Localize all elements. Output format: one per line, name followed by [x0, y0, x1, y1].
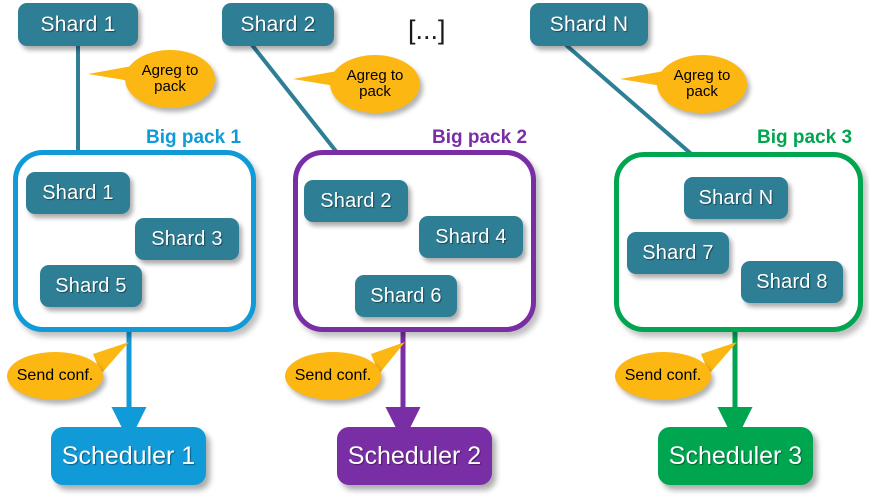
top-shard-2[interactable]: Shard 2 — [222, 3, 334, 46]
scheduler-2-label: Scheduler 2 — [347, 441, 482, 470]
pack-3-shard-2[interactable]: Shard 7 — [627, 232, 729, 274]
send-callout-3: Send conf. — [613, 340, 743, 400]
pack-2-shard-3-label: Shard 6 — [370, 284, 442, 307]
agreg-callout-3: Agreg to pack — [620, 53, 750, 115]
pack-3-shard-1[interactable]: Shard N — [684, 177, 788, 219]
send-callout-1-bubble: Send conf. — [7, 352, 103, 400]
pack-1-label: Big pack 1 — [146, 127, 242, 148]
pack-1-shard-2[interactable]: Shard 3 — [135, 218, 239, 260]
top-shard-1-label: Shard 1 — [40, 12, 116, 36]
pack-3-shard-1-label: Shard N — [698, 186, 774, 209]
send-callout-3-bubble: Send conf. — [615, 352, 711, 400]
agreg-callout-1: Agreg to pack — [88, 48, 218, 110]
send-callout-3-label: Send conf. — [624, 366, 702, 384]
agreg-callout-2-bubble: Agreg to pack — [330, 55, 420, 113]
agreg-callout-2: Agreg to pack — [293, 53, 423, 115]
scheduler-1[interactable]: Scheduler 1 — [51, 427, 206, 485]
pack-3-shard-3[interactable]: Shard 8 — [741, 261, 843, 303]
agreg-callout-1-tail — [88, 66, 136, 82]
agreg-callout-1-line1: Agreg to — [141, 62, 199, 80]
top-shard-2-label: Shard 2 — [240, 12, 316, 36]
scheduler-3-label: Scheduler 3 — [668, 441, 803, 470]
agreg-callout-1-bubble: Agreg to pack — [125, 50, 215, 108]
pack-2-shard-3[interactable]: Shard 6 — [355, 275, 457, 317]
send-callout-1-tail — [93, 342, 129, 374]
pack-1-shard-1-label: Shard 1 — [42, 181, 114, 204]
send-callout-2: Send conf. — [283, 340, 413, 400]
pack-1-shard-1[interactable]: Shard 1 — [26, 172, 130, 214]
pack-2-label: Big pack 2 — [432, 127, 528, 148]
agreg-callout-2-line2: pack — [359, 83, 391, 100]
send-callout-2-label: Send conf. — [294, 366, 372, 384]
send-callout-3-tail — [701, 342, 737, 374]
top-shard-n[interactable]: Shard N — [530, 3, 648, 46]
send-callout-1: Send conf. — [5, 340, 135, 400]
pack-2-shard-1[interactable]: Shard 2 — [304, 180, 408, 222]
send-callout-1-label: Send conf. — [16, 366, 94, 384]
agreg-callout-3-line2: pack — [686, 83, 718, 100]
send-callout-2-tail — [371, 342, 405, 374]
pack-3-shard-2-label: Shard 7 — [642, 241, 714, 264]
ellipsis-marker: [...] — [408, 15, 446, 45]
pack-1-shard-2-label: Shard 3 — [151, 227, 223, 250]
pack-3-shard-3-label: Shard 8 — [756, 270, 828, 293]
top-shard-1[interactable]: Shard 1 — [18, 3, 138, 46]
scheduler-2[interactable]: Scheduler 2 — [337, 427, 492, 485]
agreg-callout-2-tail — [293, 71, 341, 87]
agreg-callout-3-tail — [620, 71, 668, 87]
pack-2-shard-2-label: Shard 4 — [435, 225, 507, 248]
pack-2-shard-2[interactable]: Shard 4 — [419, 216, 523, 258]
top-shard-n-label: Shard N — [549, 12, 629, 36]
scheduler-1-label: Scheduler 1 — [61, 441, 196, 470]
agreg-callout-3-line1: Agreg to — [673, 67, 731, 85]
agreg-callout-3-bubble: Agreg to pack — [657, 55, 747, 113]
scheduler-3[interactable]: Scheduler 3 — [658, 427, 813, 485]
pack-2-shard-1-label: Shard 2 — [320, 189, 392, 212]
pack-3-label: Big pack 3 — [757, 127, 853, 148]
send-callout-2-bubble: Send conf. — [285, 352, 381, 400]
pack-1-shard-3-label: Shard 5 — [55, 274, 127, 297]
agreg-callout-2-line1: Agreg to — [346, 67, 404, 85]
pack-1-shard-3[interactable]: Shard 5 — [40, 265, 142, 307]
agreg-callout-1-line2: pack — [154, 78, 186, 95]
